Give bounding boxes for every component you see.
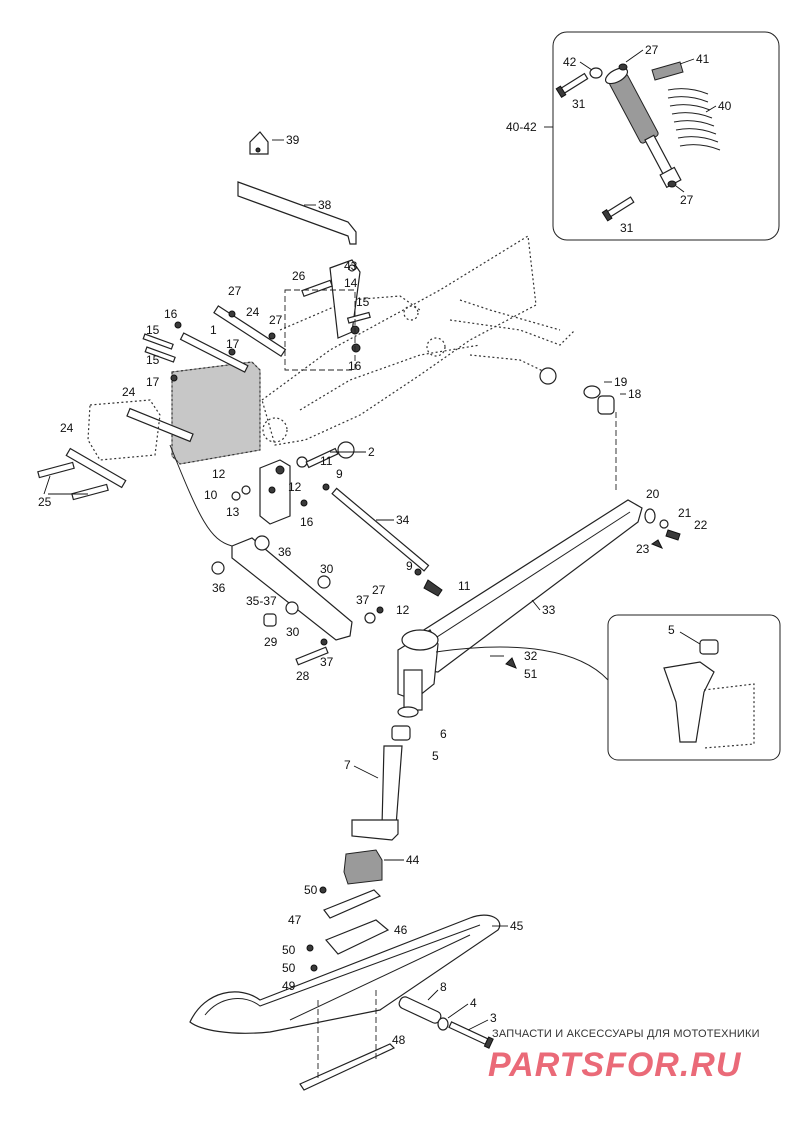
callout-34: 34 (396, 513, 410, 527)
callout-32: 32 (524, 649, 538, 663)
callout-49: 49 (282, 979, 296, 993)
callout-11-lower: 11 (458, 579, 471, 593)
callout-28: 28 (296, 669, 310, 683)
callout-37-lower: 37 (320, 655, 334, 669)
callout-14: 14 (344, 276, 358, 290)
callout-27-link: 27 (372, 583, 386, 597)
callout-25: 25 (38, 495, 52, 509)
callout-51: 51 (524, 667, 538, 681)
tie-rod: 34 9 11 12 (322, 483, 471, 617)
callout-12-left: 12 (212, 467, 226, 481)
trailing-arm: 33 19 18 20 21 22 23 32 51 (397, 375, 708, 711)
spring (667, 88, 721, 151)
callout-41: 41 (696, 52, 710, 66)
top-brackets: 39 38 (237, 131, 357, 245)
callout-6: 6 (440, 727, 447, 741)
ski-assembly: 44 50 47 46 45 50 50 49 48 8 4 3 (189, 849, 524, 1091)
callout-19: 19 (614, 375, 628, 389)
callout-8: 8 (440, 980, 447, 994)
callout-37-upper: 37 (356, 593, 370, 607)
spindle-bracket: 2 12 11 12 10 9 13 16 (204, 441, 375, 529)
callout-16-right: 16 (348, 359, 362, 373)
callout-50-bottom: 50 (282, 961, 296, 975)
callout-12-lower: 12 (396, 603, 410, 617)
callout-24-middle: 24 (122, 385, 136, 399)
callout-26: 26 (292, 269, 306, 283)
callout-21: 21 (678, 506, 692, 520)
callout-44: 44 (406, 853, 420, 867)
callout-24-top: 24 (246, 305, 260, 319)
callout-16-bracket: 16 (300, 515, 314, 529)
shock-absorber-inset: 42 27 41 31 40 27 31 40-42 (506, 31, 780, 241)
callout-30-lower: 30 (286, 625, 300, 639)
callout-15-plate: 15 (146, 323, 160, 337)
callout-16-plate: 16 (164, 307, 178, 321)
callout-13: 13 (226, 505, 240, 519)
callout-2: 2 (368, 445, 375, 459)
callout-45: 45 (510, 919, 524, 933)
spindle: 6 7 5 (344, 706, 447, 841)
callout-12-right: 12 (288, 480, 302, 494)
callout-33: 33 (542, 603, 556, 617)
callout-27-plate: 27 (228, 284, 242, 298)
callout-27-inset-top: 27 (645, 43, 659, 57)
callout-24-left: 24 (60, 421, 74, 435)
callout-47: 47 (288, 913, 302, 927)
callout-15-lower: 15 (146, 353, 160, 367)
callout-36-right: 36 (278, 545, 292, 559)
callout-40-42: 40-42 (506, 120, 537, 134)
callout-46: 46 (394, 923, 408, 937)
callout-17-lower: 17 (146, 375, 160, 389)
callout-36-left: 36 (212, 581, 226, 595)
lower-link: 36 36 30 35-37 27 37 30 29 37 28 (211, 535, 386, 683)
callout-39: 39 (286, 133, 300, 147)
callout-18: 18 (628, 387, 642, 401)
left-mount-plates: 27 24 27 16 15 1 17 15 17 24 24 25 (37, 284, 287, 547)
callout-29: 29 (264, 635, 278, 649)
callout-42: 42 (563, 55, 577, 69)
spindle-inset: 5 (607, 614, 781, 761)
callout-7: 7 (344, 758, 351, 772)
callout-10: 10 (204, 488, 218, 502)
callout-3: 3 (490, 1011, 497, 1025)
callout-5-spindle: 5 (432, 749, 439, 763)
callout-22: 22 (694, 518, 708, 532)
callout-43: 43 (344, 259, 358, 273)
steering-arm-group: 43 26 14 15 16 (284, 259, 371, 373)
watermark-logo: PARTSFOR.RU (488, 1046, 742, 1084)
callout-27-plate-right: 27 (269, 313, 283, 327)
callout-27-inset-bottom: 27 (680, 193, 694, 207)
callout-15-top: 15 (356, 295, 370, 309)
callout-9-lower: 9 (406, 559, 413, 573)
callout-17-upper: 17 (226, 337, 240, 351)
callout-20: 20 (646, 487, 660, 501)
callout-31-inset-bottom: 31 (620, 221, 634, 235)
watermark-tagline: ЗАПЧАСТИ И АКСЕССУАРЫ ДЛЯ МОТОТЕХНИКИ (492, 1028, 760, 1040)
callout-23: 23 (636, 542, 650, 556)
callout-50-middle: 50 (282, 943, 296, 957)
callout-9-upper: 9 (336, 467, 343, 481)
callout-48: 48 (392, 1033, 406, 1047)
callout-5-inset: 5 (668, 623, 675, 637)
callout-38: 38 (318, 198, 332, 212)
callout-40: 40 (718, 99, 732, 113)
callout-35-37: 35-37 (246, 594, 277, 608)
callout-30-upper: 30 (320, 562, 334, 576)
callout-4: 4 (470, 996, 477, 1010)
chassis-frame-dotted (261, 234, 576, 446)
callout-50-top: 50 (304, 883, 318, 897)
callout-11-upper: 11 (320, 454, 333, 468)
callout-1: 1 (210, 323, 217, 337)
callout-31-inset-top: 31 (572, 97, 586, 111)
